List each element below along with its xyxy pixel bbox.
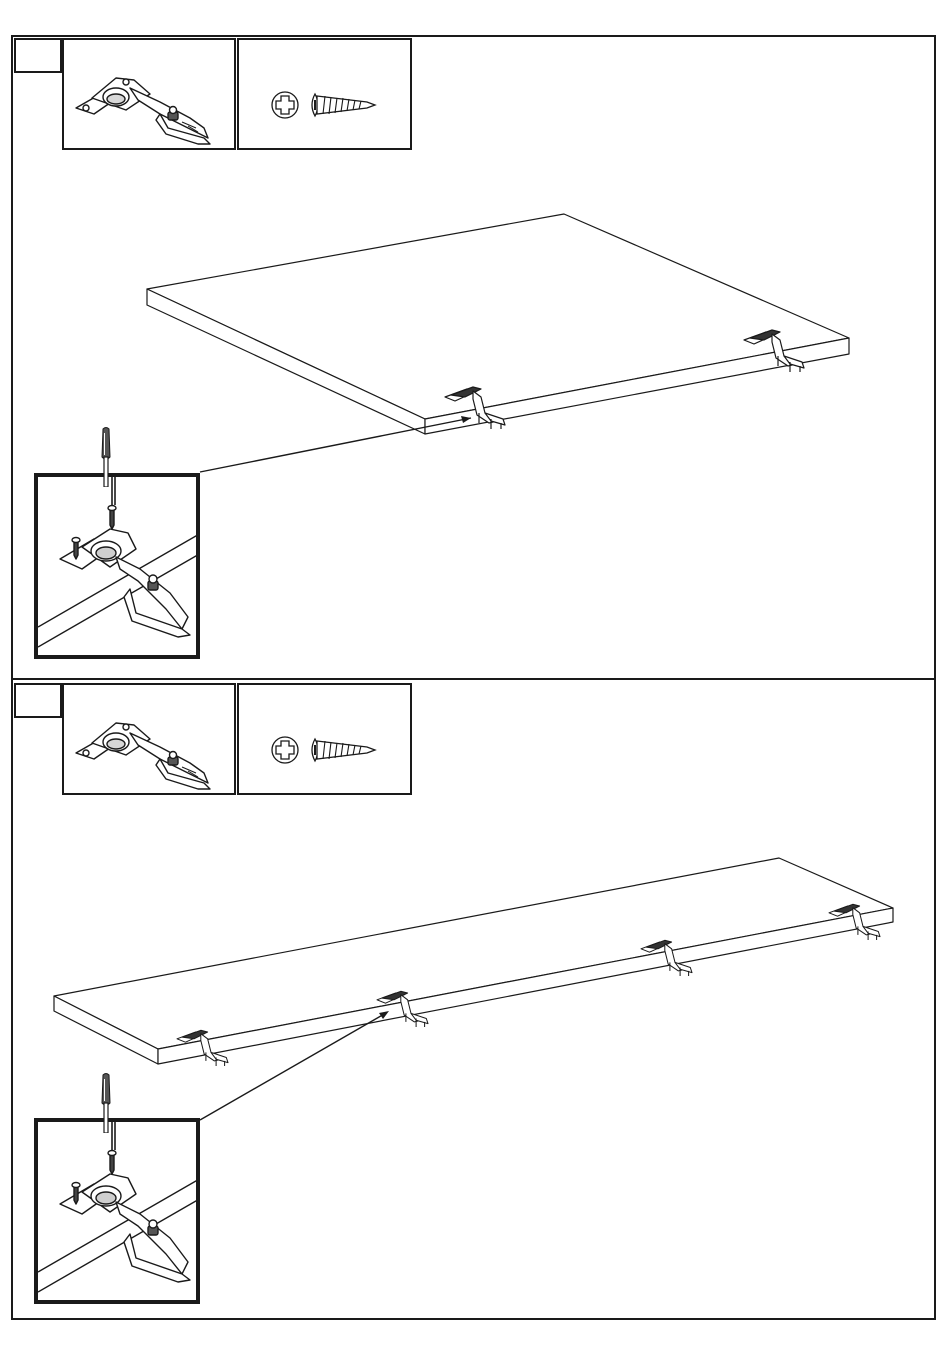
detail-hinge-icon xyxy=(38,1122,196,1300)
long-door-panel xyxy=(54,858,893,1064)
leader-line xyxy=(200,418,471,472)
detail-hinge-icon xyxy=(38,477,196,655)
screwdriver-icon xyxy=(99,427,113,487)
screwdriver-icon xyxy=(99,1073,113,1133)
step-2 xyxy=(11,678,936,1322)
hinge-detail-view xyxy=(34,473,200,659)
hinge-detail-view xyxy=(34,1118,200,1304)
door-panel xyxy=(147,214,849,434)
step-1 xyxy=(11,35,936,678)
